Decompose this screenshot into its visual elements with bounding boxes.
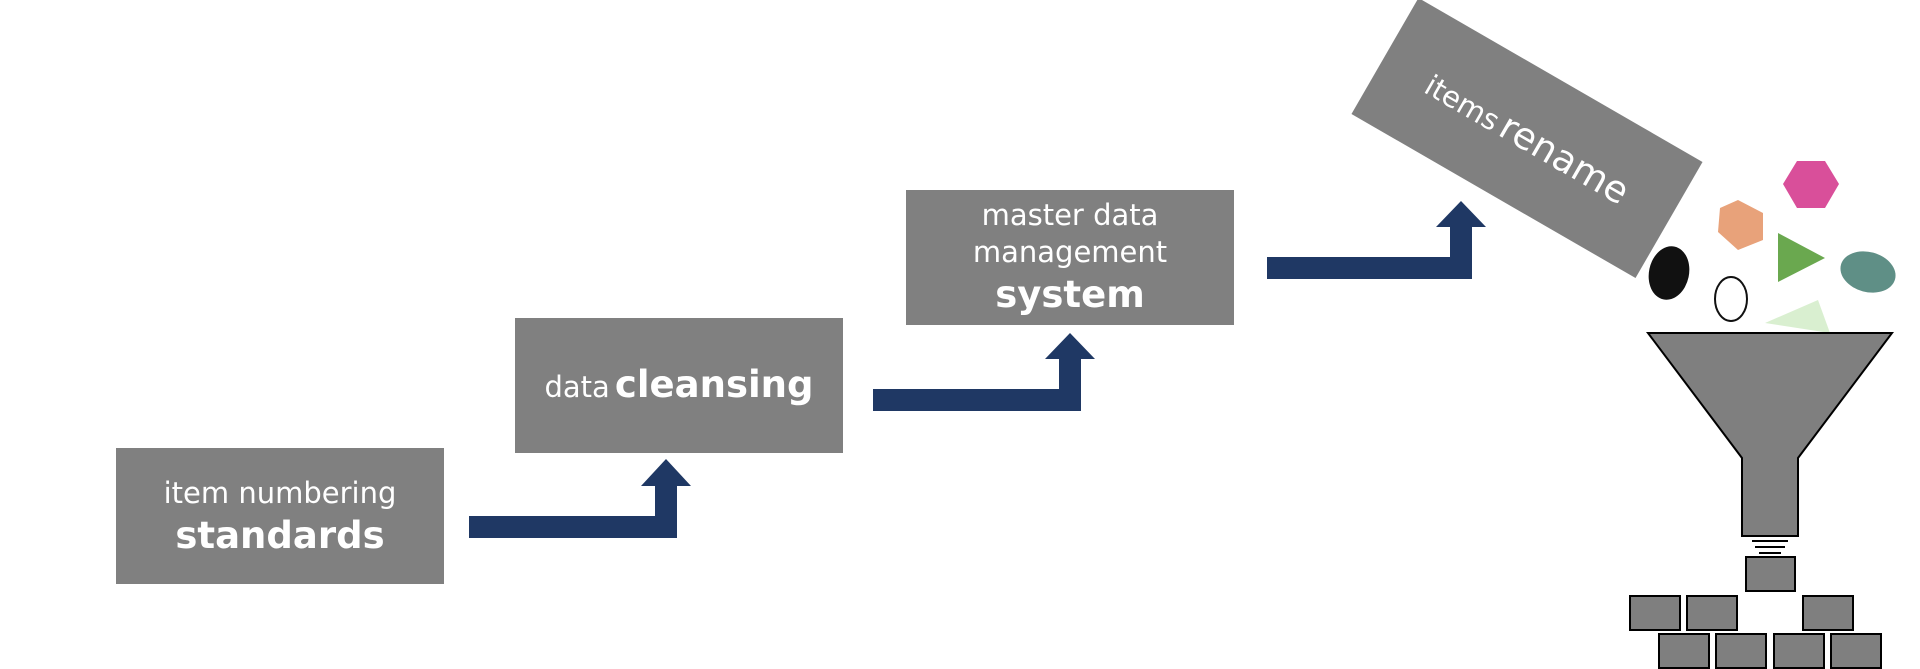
step-label: data cleansing — [545, 363, 814, 406]
brick — [1715, 633, 1767, 669]
funnel-icon — [1645, 332, 1895, 554]
step-items-rename: items rename — [1351, 0, 1703, 279]
step-box — [1351, 0, 1703, 279]
outline-ellipse-shape-icon — [1714, 276, 1748, 322]
brick — [1686, 595, 1738, 631]
step-master-data-management-system: master data management system — [906, 190, 1234, 325]
step-label-line1: item numbering — [164, 476, 397, 510]
step-label-line2: standards — [175, 514, 384, 557]
arrow-stem — [1059, 359, 1081, 411]
step-label-line2: management — [973, 235, 1167, 269]
step-label-bold: cleansing — [615, 363, 814, 406]
arrow-head-icon — [641, 459, 691, 486]
step-label-line1: master data — [982, 198, 1159, 232]
step-item-numbering-standards: item numbering standards — [116, 448, 444, 584]
triangle-shape-icon — [1778, 233, 1825, 282]
arrow-stem — [1450, 227, 1472, 279]
pentagon-shape-icon — [1718, 200, 1763, 250]
brick — [1745, 556, 1796, 592]
step-label-prefix: data — [545, 370, 610, 404]
black-ellipse-shape-icon — [1648, 246, 1690, 300]
step-data-cleansing: data cleansing — [515, 318, 843, 453]
step-label-line3: system — [995, 273, 1145, 316]
arrow-head-icon — [1436, 201, 1486, 227]
brick-wall-icon — [1629, 556, 1882, 669]
step-box — [116, 448, 444, 584]
teal-ellipse-shape-icon — [1840, 251, 1896, 293]
funnel-body — [1645, 332, 1895, 537]
light-triangle-shape-icon — [1765, 300, 1830, 333]
falling-shapes — [1648, 161, 1896, 333]
brick — [1658, 633, 1710, 669]
brick — [1830, 633, 1882, 669]
arrow-shaft — [469, 516, 677, 538]
step-box — [906, 190, 1234, 325]
arrow-stem — [655, 486, 677, 538]
arrow-shaft — [873, 389, 1081, 411]
brick — [1773, 633, 1825, 669]
hexagon-shape-icon — [1783, 161, 1839, 208]
step-arrow-1 — [469, 459, 691, 538]
step-arrow-2 — [873, 333, 1095, 411]
arrow-head-icon — [1045, 333, 1095, 359]
step-arrow-3 — [1267, 201, 1486, 279]
brick — [1802, 595, 1854, 631]
step-box — [515, 318, 843, 453]
arrow-shaft — [1267, 257, 1472, 279]
brick — [1629, 595, 1681, 631]
